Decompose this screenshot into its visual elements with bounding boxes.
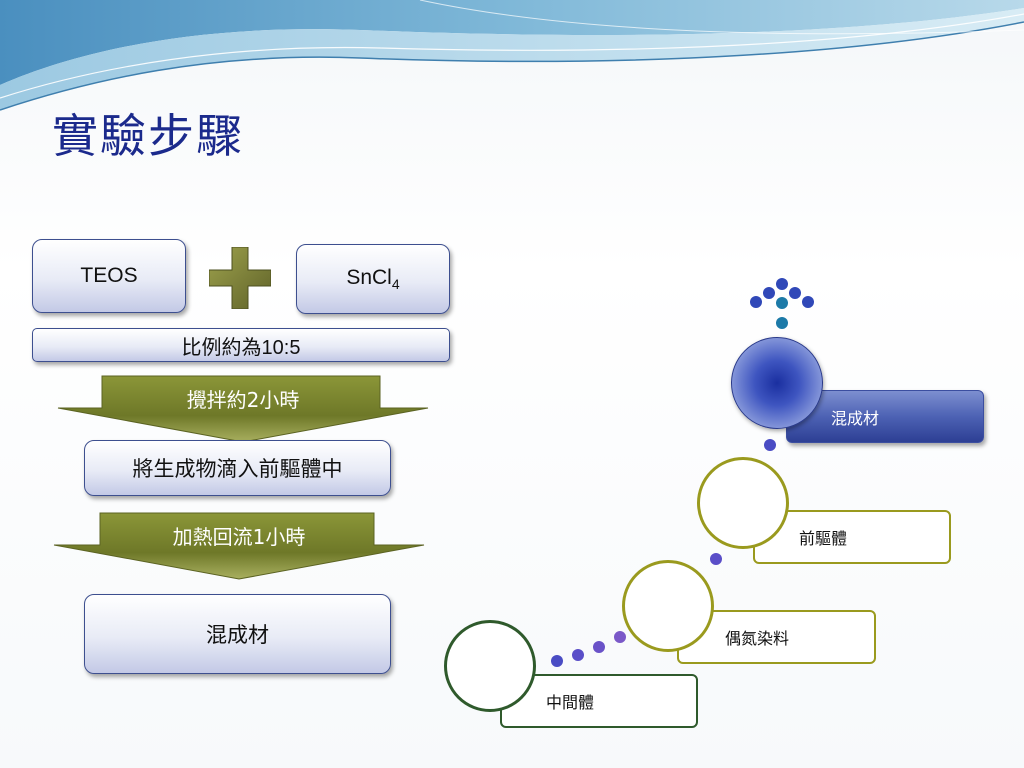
product-box: 混成材 [84,594,391,674]
connector-dot [614,631,626,643]
arrow-dot [802,296,814,308]
product-label: 混成材 [206,624,269,647]
connector-dot [710,553,722,565]
step2-label: 加熱回流1小時 [172,525,306,549]
stage-circle-intermediate [444,620,536,712]
step1-arrow [57,375,429,443]
reactant-teos-box: TEOS [32,239,186,313]
connector-dot [572,649,584,661]
connector-dot [764,439,776,451]
connector-dot [593,641,605,653]
stage-circle-precursor [697,457,789,549]
step1-label: 攪拌約2小時 [186,388,300,412]
reactant-sncl4-label: SnCl4 [346,266,400,292]
arrow-dot [776,297,788,309]
stage-label-intermediate: 中間體 [500,674,698,728]
stage-circle-hybrid [731,337,823,429]
stage-circle-azo-dye [622,560,714,652]
arrow-dot [776,278,788,290]
reactant-sncl4-box: SnCl4 [296,244,450,314]
connector-dot [551,655,563,667]
page-title: 實驗步驟 [52,109,244,163]
step2-arrow [53,512,425,580]
header-wave [0,0,1024,111]
intermediate-step-box: 將生成物滴入前驅體中 [84,440,391,496]
stage-label-precursor: 前驅體 [753,510,951,564]
arrow-dot [789,287,801,299]
ratio-box: 比例約為10:5 [32,328,450,362]
arrow-dot [763,287,775,299]
arrow-dot [776,317,788,329]
arrow-dot [750,296,762,308]
intermediate-step-label: 將生成物滴入前驅體中 [132,458,343,481]
reactant-teos-label: TEOS [80,264,138,287]
plus-icon [209,247,271,309]
ratio-label: 比例約為10:5 [181,336,301,359]
